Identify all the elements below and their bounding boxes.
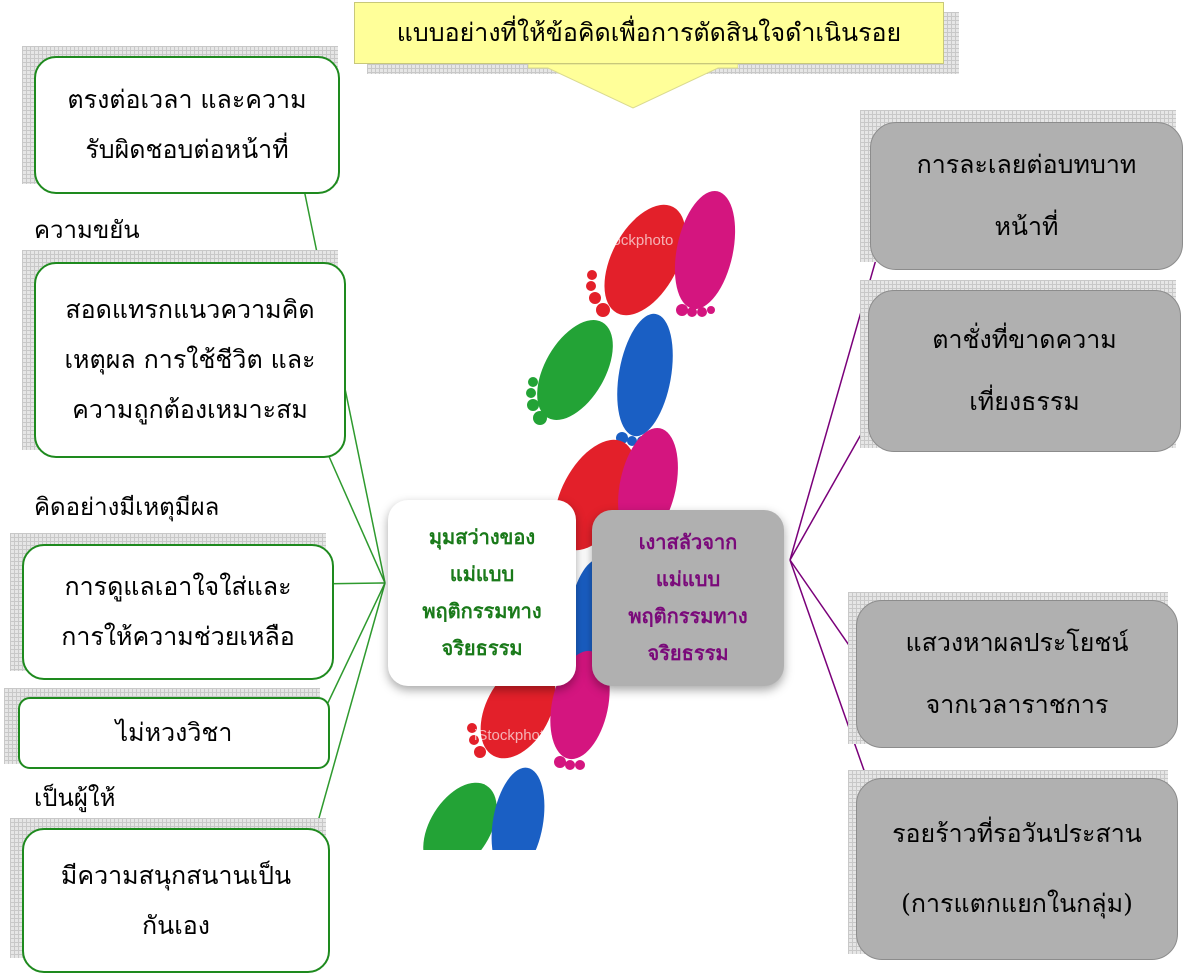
footprint-magenta-top [674, 191, 736, 317]
negative-item-2: ตาชั่งที่ขาดความ เที่ยงธรรม [868, 290, 1181, 452]
connector-positive-5 [309, 582, 386, 851]
positive-label-2: คิดอย่างมีเหตุมีผล [34, 493, 220, 521]
footprint-green-top [526, 320, 613, 425]
positive-label-3: เป็นผู้ให้ [34, 784, 116, 812]
negative-item-1: การละเลยต่อบทบาท หน้าที่ [870, 122, 1183, 270]
positive-item-4: ไม่หวงวิชา [18, 697, 330, 769]
positive-item-3: การดูแลเอาใจใส่และ การให้ความช่วยเหลือ [22, 544, 334, 680]
footprint-red-top [586, 204, 686, 317]
positive-label-1: ความขยัน [34, 216, 140, 244]
watermark-bottom: iStockphoto [474, 727, 553, 744]
positive-item-2: สอดแทรกแนวความคิด เหตุผล การใช้ชีวิต และ… [34, 262, 346, 458]
center-positive: มุมสว่างของ แม่แบบ พฤติกรรมทาง จริยธรรม [388, 500, 576, 686]
positive-item-1: ตรงต่อเวลา และความ รับผิดชอบต่อหน้าที่ [34, 56, 340, 194]
negative-item-4: รอยร้าวที่รอวันประสาน (การแตกแยกในกลุ่ม) [856, 778, 1178, 960]
page-title: แบบอย่างที่ให้ข้อคิดเพื่อการตัดสินใจดำเน… [354, 2, 944, 64]
negative-item-3: แสวงหาผลประโยชน์ จากเวลาราชการ [856, 600, 1178, 748]
footprint-green-low [423, 782, 497, 850]
center-negative: เงาสลัวจาก แม่แบบ พฤติกรรมทาง จริยธรรม [592, 510, 784, 686]
footprint-blue-low [491, 767, 545, 850]
positive-item-5: มีความสนุกสนานเป็น กันเอง [22, 828, 330, 973]
title-arrow [528, 64, 738, 109]
watermark-top: iStockphoto [595, 232, 674, 249]
